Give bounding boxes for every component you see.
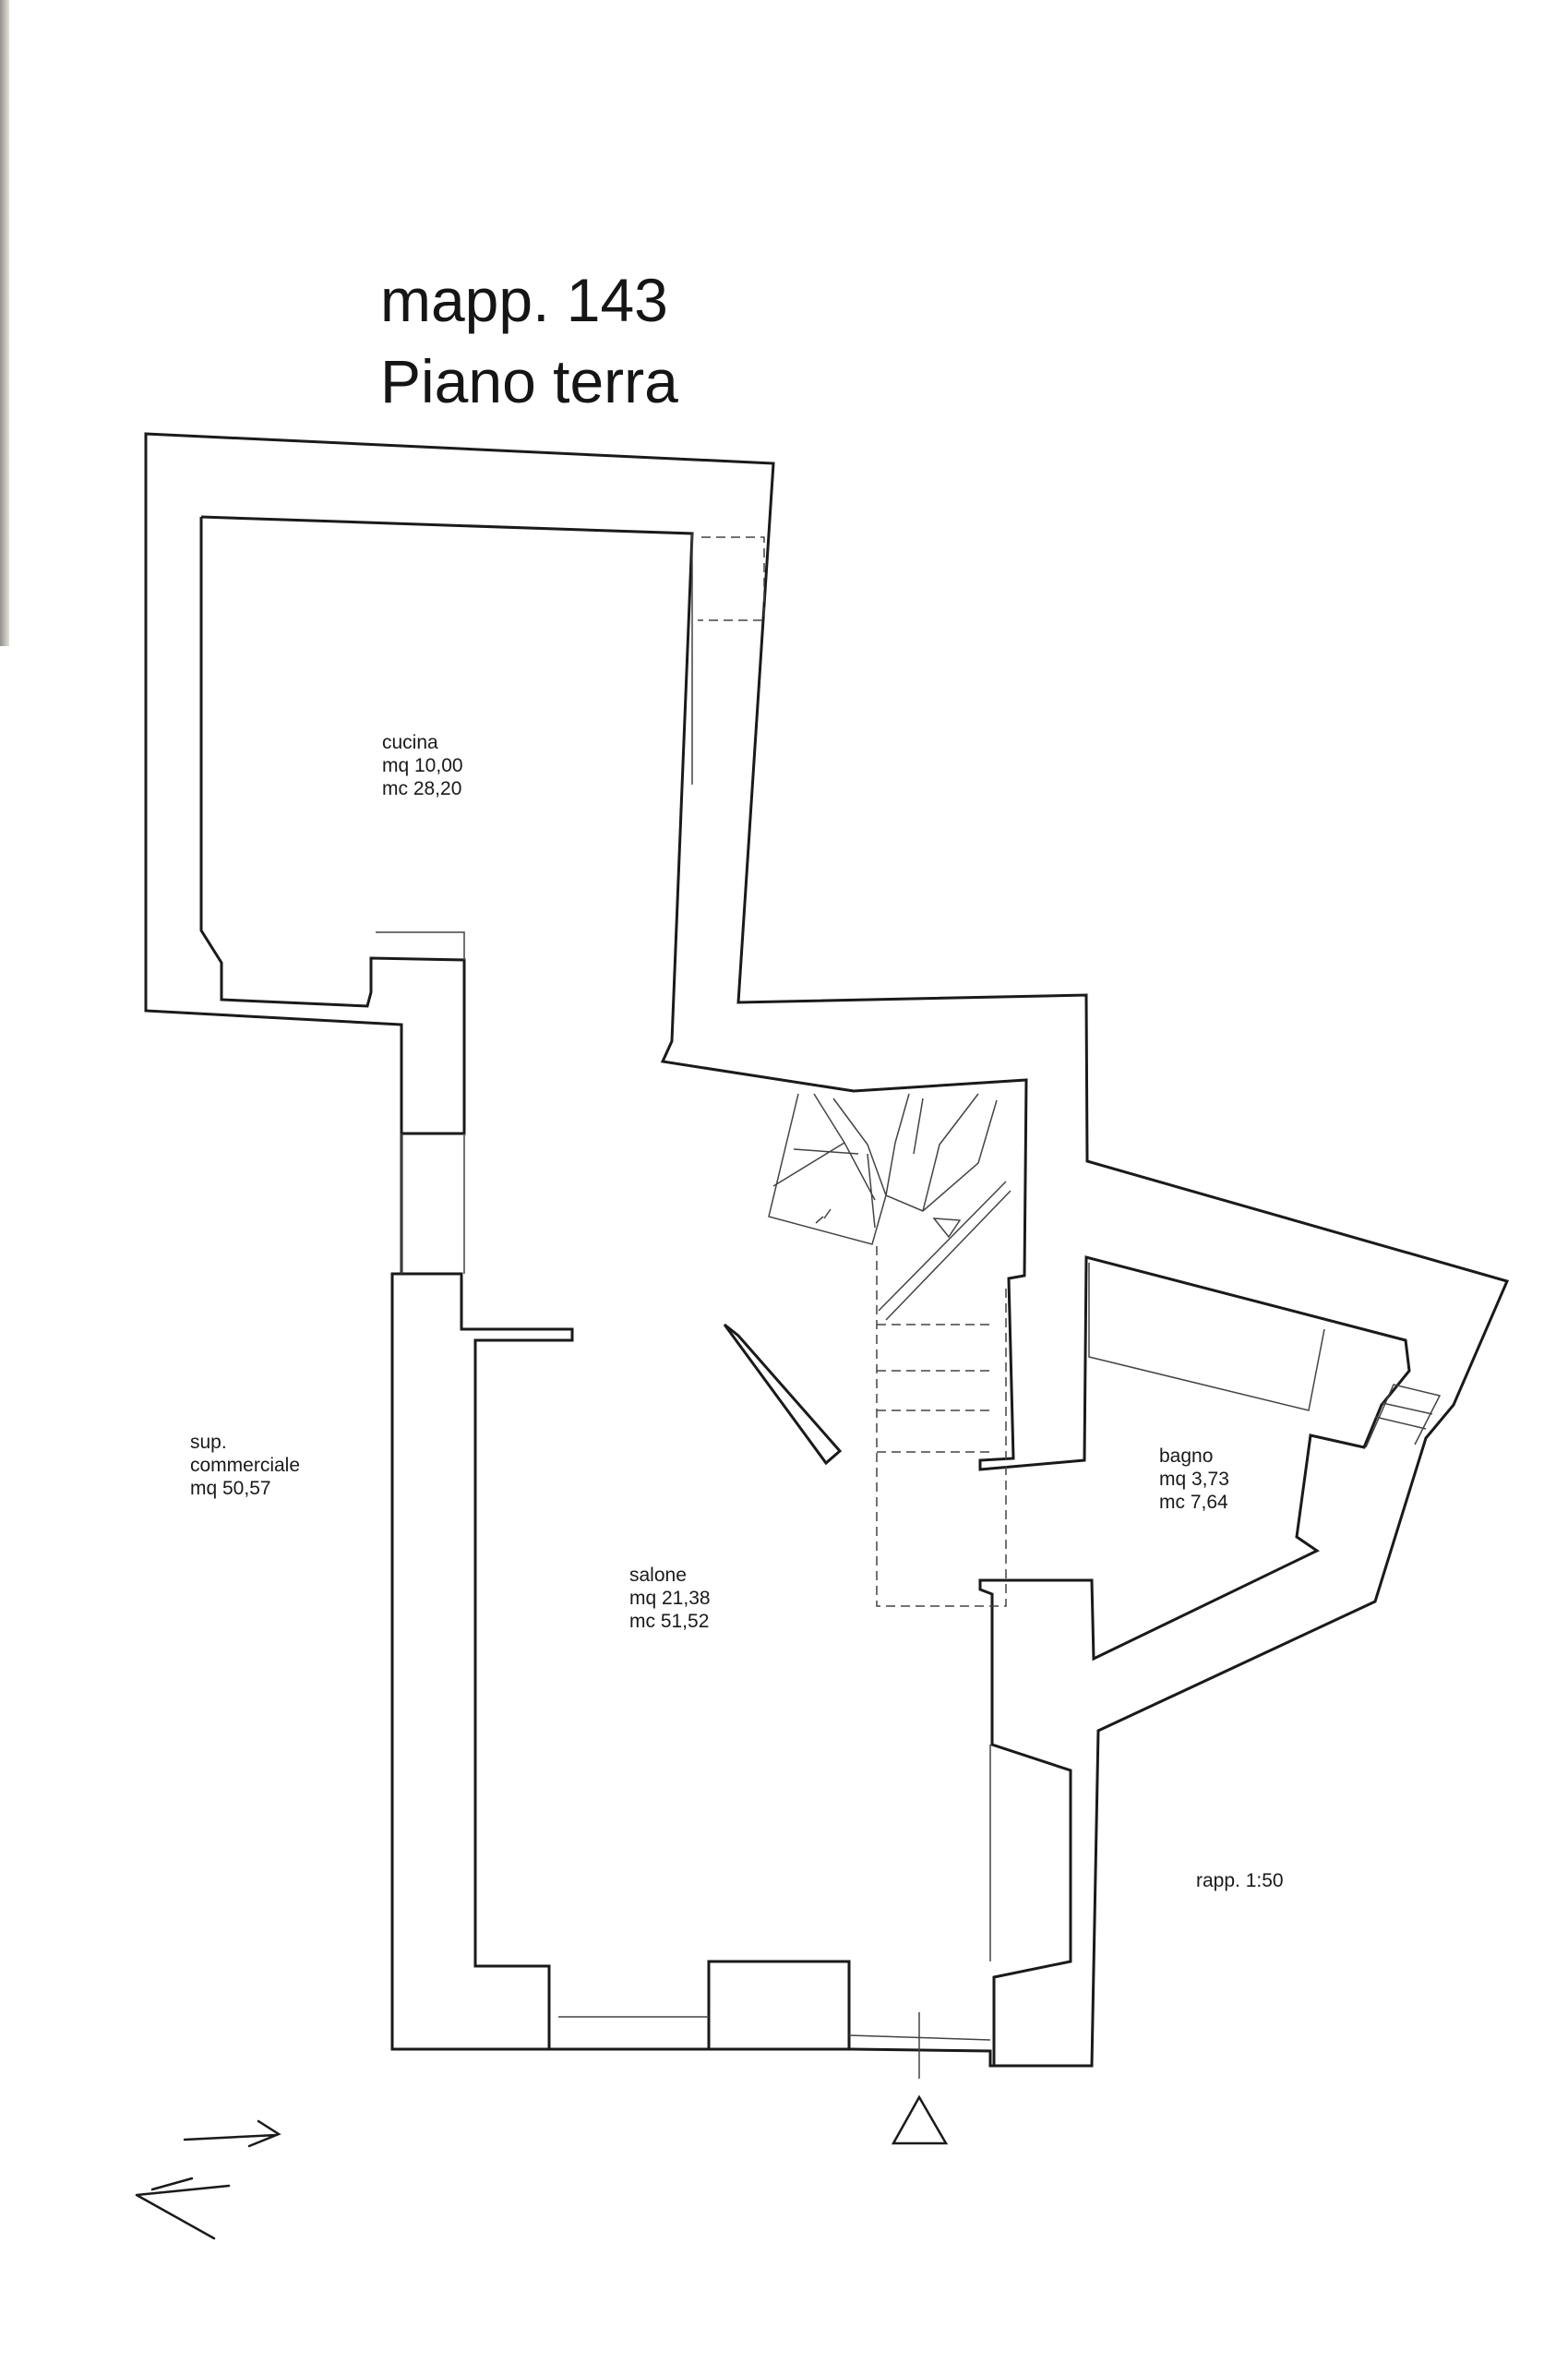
room-label-cucina: cucina mq 10,00 mc 28,20 [382, 731, 463, 800]
opening-left-wall [401, 1134, 465, 1274]
commercial-area-line2: commerciale [190, 1455, 301, 1476]
commercial-area-label: sup. commerciale mq 50,57 [190, 1431, 300, 1500]
wall-outline-kitchen-outer [144, 432, 1510, 2068]
commercial-area-value: mq 50,57 [190, 1478, 271, 1499]
wall-pier-b [401, 1272, 574, 2049]
wall-pier-a [400, 1025, 466, 1135]
stair-steps [768, 1093, 998, 1245]
window-front [558, 2016, 991, 2041]
wall-inner-kitchen-left [199, 517, 466, 1025]
bathroom-step [1365, 1384, 1442, 1448]
commercial-area-line1: sup. [190, 1432, 227, 1453]
room-area-cucina: mq 10,00 [382, 755, 463, 776]
plan-title-floor: Piano terra [380, 347, 678, 415]
wall-diagonal-partition [723, 1323, 843, 1466]
entrance-triangle-icon [891, 2094, 949, 2145]
wall-pier-c [707, 1960, 851, 2051]
stair-handrail [878, 1181, 1011, 1321]
room-label-salone: salone mq 21,38 mc 51,52 [629, 1564, 711, 1633]
scale-label: rapp. 1:50 [1196, 1870, 1284, 1891]
north-arrow-icon [135, 2119, 281, 2240]
room-volume-cucina: mc 28,20 [382, 778, 462, 799]
room-name-bagno: bagno [1159, 1445, 1214, 1467]
room-volume-salone: mc 51,52 [629, 1611, 710, 1632]
wall-inner-kitchen [200, 515, 1411, 2066]
door-kitchen-right [698, 536, 765, 621]
stair-arrow [932, 1217, 962, 1239]
plan-title-parcel: mapp. 143 [380, 266, 668, 334]
room-area-salone: mq 21,38 [629, 1588, 711, 1609]
room-name-cucina: cucina [382, 732, 438, 753]
opening-kitchen-bottom [376, 931, 465, 960]
room-name-salone: salone [629, 1565, 687, 1586]
room-label-bagno: bagno mq 3,73 mc 7,64 [1159, 1445, 1229, 1514]
stair-flight [876, 1246, 1007, 1607]
scan-edge-shadow [0, 0, 9, 646]
room-area-bagno: mq 3,73 [1159, 1469, 1229, 1490]
room-volume-bagno: mc 7,64 [1159, 1492, 1228, 1513]
bathroom-tub [1088, 1263, 1325, 1411]
